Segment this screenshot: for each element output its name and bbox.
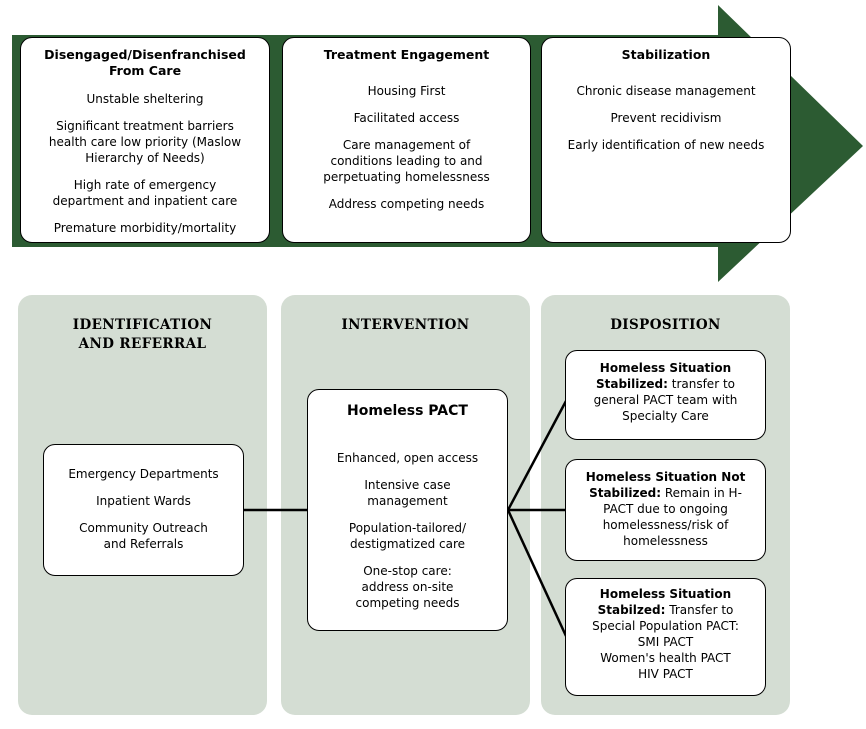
stage-title: Disengaged/Disenfranchised From Care bbox=[44, 47, 246, 78]
special-population-item: Women's health PACT bbox=[600, 651, 731, 665]
panel-title: INTERVENTION bbox=[341, 317, 470, 333]
pact-feature: Population-tailored/ destigmatized care bbox=[348, 521, 467, 551]
stage-item: Early identification of new needs bbox=[567, 138, 765, 152]
pact-feature: One-stop care: address on-site competing… bbox=[355, 564, 460, 610]
outcome-text: Remain in H-PACT due to ongoing homeless… bbox=[602, 486, 742, 548]
stage-item: Facilitated access bbox=[353, 111, 460, 125]
outcome-heading: Homeless Situation Stabilized: bbox=[595, 361, 732, 391]
stage-treatment-engagement: Treatment Engagement Housing First Facil… bbox=[282, 37, 531, 243]
special-population-item: HIV PACT bbox=[638, 667, 693, 681]
stage-item: High rate of emergency department and in… bbox=[52, 178, 238, 208]
referral-source: Inpatient Wards bbox=[96, 494, 191, 508]
outcome-stabilized-box: Homeless Situation Stabilized: transfer … bbox=[565, 350, 766, 440]
outcome-heading: Homeless Situation Stabilzed: bbox=[597, 587, 732, 617]
homeless-pact-title: Homeless PACT bbox=[347, 403, 468, 419]
outcome-not-stabilized-box: Homeless Situation Not Stabilized: Remai… bbox=[565, 459, 766, 561]
stage-item: Prevent recidivism bbox=[610, 111, 722, 125]
special-population-item: SMI PACT bbox=[637, 635, 694, 649]
pact-feature: Enhanced, open access bbox=[336, 451, 479, 465]
stage-item: Significant treatment barriers health ca… bbox=[48, 119, 242, 165]
outcome-text: Transfer to Special Population PACT: bbox=[592, 603, 739, 633]
stage-item: Care management of conditions leading to… bbox=[323, 138, 490, 184]
stage-item: Unstable sheltering bbox=[86, 92, 204, 106]
referral-sources-box: Emergency Departments Inpatient Wards Co… bbox=[43, 444, 244, 576]
outcome-text: transfer to general PACT team with Speci… bbox=[593, 377, 738, 423]
referral-source: Emergency Departments bbox=[68, 467, 219, 481]
stage-stabilization: Stabilization Chronic disease management… bbox=[541, 37, 791, 243]
pact-feature: Intensive case management bbox=[364, 478, 451, 508]
stage-disengaged: Disengaged/Disenfranchised From Care Uns… bbox=[20, 37, 270, 243]
stage-item: Premature morbidity/mortality bbox=[53, 221, 237, 235]
stage-item: Housing First bbox=[367, 84, 446, 98]
stage-item: Chronic disease management bbox=[576, 84, 756, 98]
stage-item: Address competing needs bbox=[328, 197, 485, 211]
panel-title: IDENTIFICATION AND REFERRAL bbox=[72, 317, 213, 352]
stage-title: Treatment Engagement bbox=[323, 47, 490, 62]
outcome-special-population-box: Homeless Situation Stabilzed: Transfer t… bbox=[565, 578, 766, 696]
stage-title: Stabilization bbox=[621, 47, 711, 62]
referral-source: Community Outreach and Referrals bbox=[79, 521, 208, 551]
panel-title: DISPOSITION bbox=[610, 317, 721, 333]
outcome-heading: Homeless Situation Not Stabilized: bbox=[585, 470, 746, 500]
homeless-pact-box: Homeless PACT Enhanced, open access Inte… bbox=[307, 389, 508, 631]
